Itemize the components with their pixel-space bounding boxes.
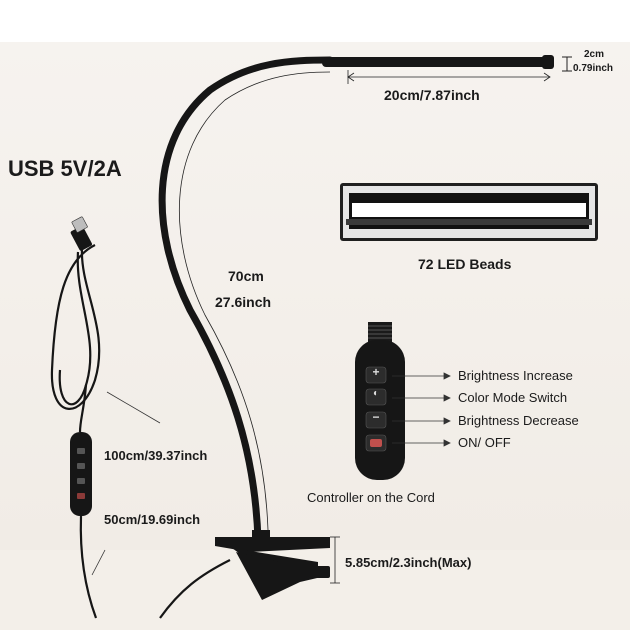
cord-lower-length: 50cm/19.69inch: [104, 512, 201, 527]
clamp-opening-label: 5.85cm/2.3inch(Max): [345, 555, 472, 570]
color-mode-icon: ◐: [372, 388, 380, 399]
power-spec-label: USB 5V/2A: [8, 156, 122, 181]
usb-cable: [50, 216, 101, 619]
neck-length-in: 27.6inch: [215, 294, 272, 310]
cord-upper-length: 100cm/39.37inch: [104, 448, 208, 463]
head-thickness-cm: 2cm: [584, 49, 605, 60]
gooseneck-arm: [158, 56, 334, 544]
minus-icon: −: [372, 410, 380, 424]
light-head: [322, 57, 552, 67]
clamp-dimension-lines: [330, 536, 340, 584]
clamp: [215, 530, 330, 600]
plus-icon: +: [372, 365, 380, 379]
head-thickness-bracket: [562, 56, 572, 72]
neck-length-line: [178, 71, 331, 531]
controller-caption: Controller on the Cord: [307, 490, 435, 505]
button-label-on-off: ON/ OFF: [458, 435, 511, 450]
light-head-cap: [542, 55, 554, 69]
head-thickness-in: 0.79inch: [573, 63, 614, 74]
background-panel: [0, 42, 630, 550]
power-cord: [159, 559, 231, 619]
controller-closeup: [355, 322, 405, 480]
led-bar-closeup: [340, 183, 598, 241]
led-beads-label: 72 LED Beads: [418, 256, 512, 272]
controller-arrows: [392, 372, 451, 447]
cord-lower-pointer: [91, 549, 106, 576]
button-label-color-mode: Color Mode Switch: [458, 390, 568, 405]
button-label-brightness-decrease: Brightness Decrease: [458, 413, 579, 428]
neck-length-cm: 70cm: [228, 268, 264, 284]
button-label-brightness-increase: Brightness Increase: [458, 368, 573, 383]
cord-upper-pointer: [106, 391, 161, 424]
head-width-label: 20cm/7.87inch: [384, 87, 480, 103]
